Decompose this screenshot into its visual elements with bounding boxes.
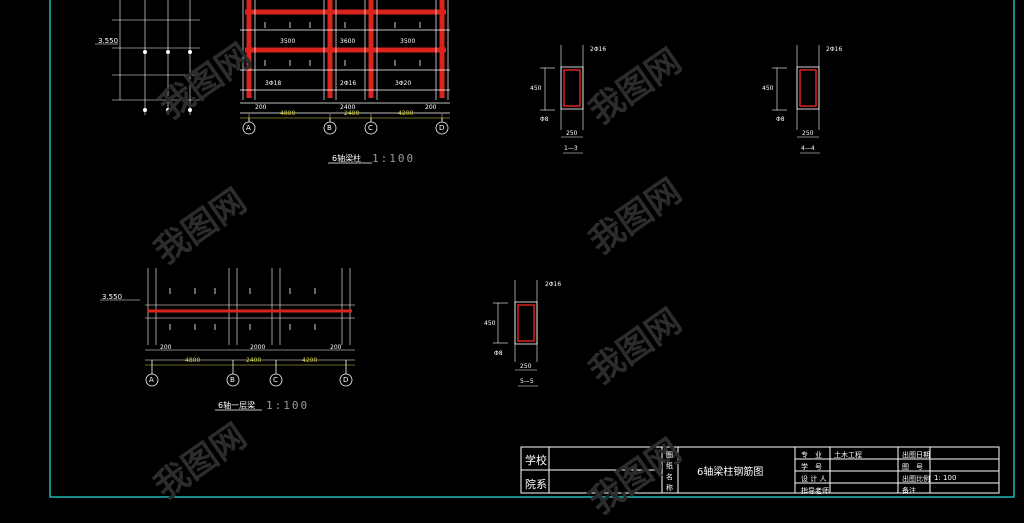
section-2-stirrup bbox=[799, 69, 817, 107]
section-2-label: 4—4 bbox=[801, 145, 815, 152]
top-mark-2: 3600 bbox=[340, 38, 356, 45]
bay-dim-2: 2400 bbox=[344, 110, 360, 117]
axis-bubble-d2 bbox=[339, 373, 353, 387]
axis-bubble-b2 bbox=[226, 373, 240, 387]
axis-label-b2: B bbox=[230, 376, 235, 384]
elevation-main-title: 6轴梁柱 bbox=[332, 154, 362, 163]
section-3-top-bar: 2Φ16 bbox=[545, 281, 562, 288]
rebar-label-3: 3Φ20 bbox=[395, 80, 412, 87]
sub-dim-2: 2400 bbox=[340, 104, 356, 111]
title-block-name-char-3: 名 bbox=[666, 473, 673, 481]
axis-label-b: B bbox=[327, 124, 332, 132]
elevation-first-scale: 1:100 bbox=[266, 399, 310, 412]
section-1-label: 1—3 bbox=[564, 145, 578, 152]
title-block-name-char-2: 纸 bbox=[666, 462, 673, 470]
title-block-drawing-name: 6轴梁柱钢筋图 bbox=[697, 467, 764, 478]
section-2-bottom-bar: Φ8 bbox=[776, 116, 785, 123]
bay-dim-3: 4200 bbox=[398, 110, 414, 117]
watermark-layer: 我图网 我图网 我图网 我图网 我图网 我图网 我图网 bbox=[147, 36, 688, 522]
elevation-first-title: 6轴一层梁 bbox=[218, 401, 256, 410]
bay-dim-1: 4800 bbox=[280, 110, 296, 117]
elevation-main-scale: 1:100 bbox=[372, 152, 416, 165]
section-3-height: 450 bbox=[484, 320, 496, 327]
title-block-date-label: 出图日期 bbox=[902, 451, 930, 459]
title-block-school-label: 学校 bbox=[525, 454, 547, 467]
section-3-outline bbox=[514, 301, 538, 345]
title-block-remark-label: 备注 bbox=[902, 487, 916, 495]
title-block-scale-label: 出图比例 bbox=[902, 475, 930, 483]
axis-bubble-a2 bbox=[145, 373, 159, 387]
section-2-outline bbox=[796, 66, 820, 110]
sub-dim-1: 200 bbox=[255, 104, 267, 111]
elevation-main bbox=[95, 0, 450, 164]
section-2-width: 250 bbox=[802, 130, 814, 137]
title-block-name-char-4: 称 bbox=[666, 484, 673, 492]
section-1-width: 250 bbox=[566, 130, 578, 137]
section-1-bottom-bar: Φ8 bbox=[540, 116, 549, 123]
elevation-first bbox=[100, 268, 355, 411]
axis-label-c: C bbox=[368, 124, 373, 132]
top-mark-1: 3500 bbox=[280, 38, 296, 45]
title-block-drawing-no-label: 图 号 bbox=[902, 463, 923, 471]
axis-bubble-c bbox=[364, 121, 378, 135]
section-3 bbox=[493, 280, 538, 387]
section-1-stirrup bbox=[563, 69, 581, 107]
level-mark-first: 3.550 bbox=[102, 293, 123, 301]
rebar-label-1: 3Φ18 bbox=[265, 80, 282, 87]
first-sub-dim-1: 200 bbox=[160, 344, 172, 351]
drawing-frame bbox=[49, 0, 1015, 498]
rebar-label-2: 2Φ16 bbox=[340, 80, 357, 87]
section-3-label: 5—5 bbox=[520, 378, 534, 385]
axis-label-d: D bbox=[439, 124, 445, 132]
title-block-major-value: 土木工程 bbox=[834, 451, 862, 459]
section-1-height: 450 bbox=[530, 85, 542, 92]
axis-label-d2: D bbox=[343, 376, 349, 384]
first-sub-dim-3: 200 bbox=[330, 344, 342, 351]
section-2-height: 450 bbox=[762, 85, 774, 92]
first-sub-dim-2: 2000 bbox=[250, 344, 266, 351]
top-mark-3: 3500 bbox=[400, 38, 416, 45]
axis-bubble-a bbox=[242, 121, 256, 135]
axis-label-a2: A bbox=[149, 376, 154, 384]
title-block-major-label: 专 业 bbox=[801, 451, 822, 459]
first-bay-dim-1: 4800 bbox=[185, 357, 201, 364]
axis-bubble-c2 bbox=[269, 373, 283, 387]
watermark-3: 我图网 bbox=[147, 416, 253, 507]
title-block-student-no-label: 学 号 bbox=[801, 463, 822, 471]
sub-dim-3: 200 bbox=[425, 104, 437, 111]
level-mark-main: 3.550 bbox=[98, 37, 119, 45]
axis-bubble-d bbox=[435, 121, 449, 135]
section-3-stirrup bbox=[517, 304, 535, 342]
axis-label-c2: C bbox=[273, 376, 278, 384]
watermark-4: 我图网 bbox=[582, 41, 688, 132]
watermark-5: 我图网 bbox=[582, 171, 688, 262]
title-block-advisor-label: 指导老师 bbox=[801, 487, 829, 495]
section-1-top-bar: 2Φ16 bbox=[590, 46, 607, 53]
section-3-bottom-bar: Φ8 bbox=[494, 350, 503, 357]
section-2 bbox=[772, 45, 820, 154]
section-3-width: 250 bbox=[520, 363, 532, 370]
title-block-designer-label: 设 计 人 bbox=[801, 475, 827, 483]
first-bay-dim-3: 4200 bbox=[302, 357, 318, 364]
axis-label-a: A bbox=[246, 124, 251, 132]
section-1-outline bbox=[560, 66, 584, 110]
title-block-department-label: 院系 bbox=[525, 478, 547, 491]
axis-bubble-b bbox=[323, 121, 337, 135]
title-block bbox=[520, 446, 1000, 494]
title-block-scale-value: 1: 100 bbox=[934, 474, 957, 482]
title-block-name-char-1: 图 bbox=[666, 451, 673, 459]
section-2-top-bar: 2Φ16 bbox=[826, 46, 843, 53]
watermark-6: 我图网 bbox=[582, 301, 688, 392]
watermark-2: 我图网 bbox=[147, 181, 253, 272]
first-bay-dim-2: 2400 bbox=[246, 357, 262, 364]
